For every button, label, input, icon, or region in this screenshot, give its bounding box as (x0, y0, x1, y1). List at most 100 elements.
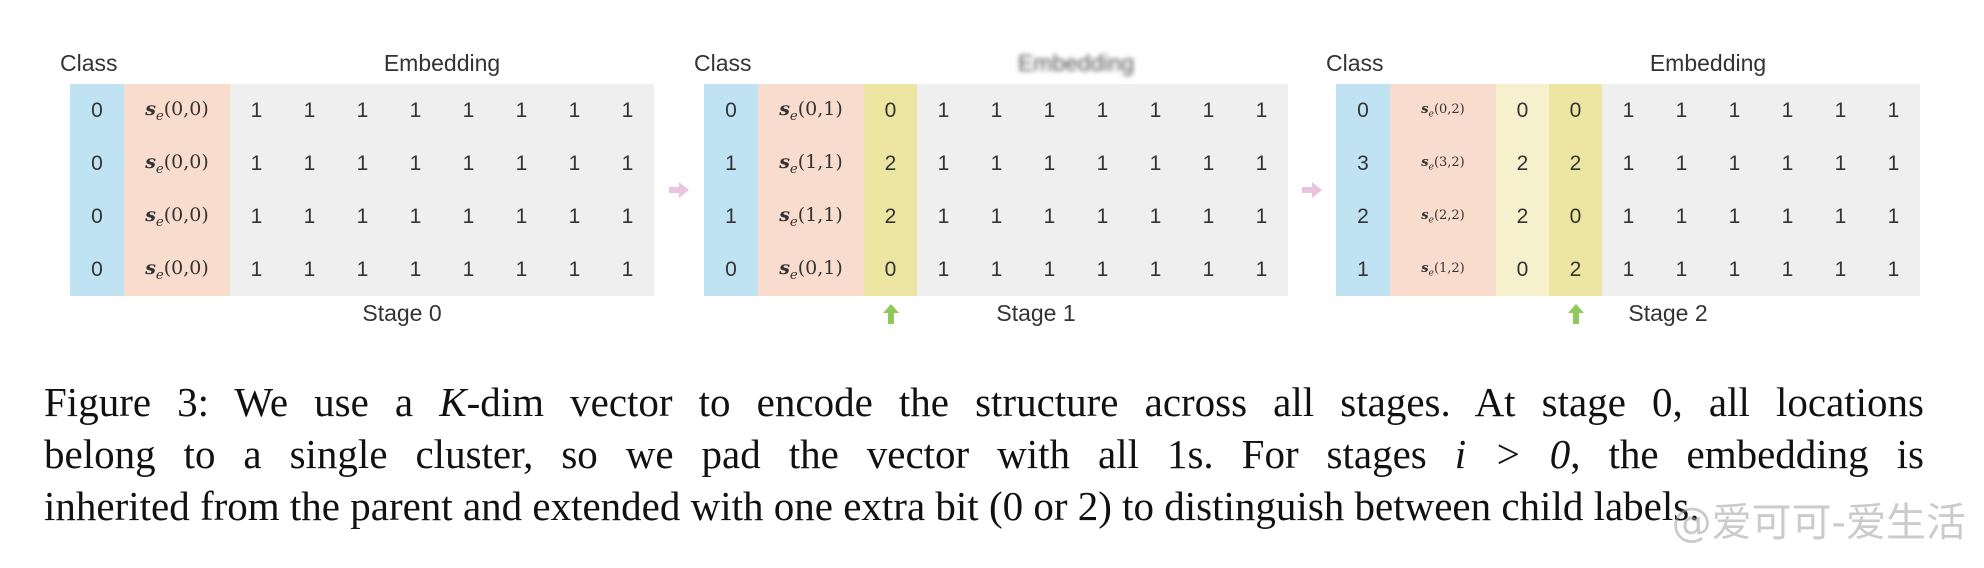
embedding-bit: 1 (389, 190, 442, 243)
embedding-bit: 1 (442, 190, 495, 243)
embedding-bit: 1 (548, 243, 601, 296)
embedding-bit: 1 (1655, 137, 1708, 190)
se-label: se(0,1) (779, 97, 843, 124)
embedding-bit: 1 (283, 190, 336, 243)
embedding-bit: 1 (1023, 190, 1076, 243)
embedding-bit: 2 (1496, 137, 1549, 190)
caption-text-1a: We use a (234, 379, 440, 425)
embedding-bit: 1 (230, 137, 283, 190)
class-cell: 0 (70, 190, 124, 243)
embedding-bit: 1 (601, 84, 654, 137)
embedding-bit: 1 (601, 243, 654, 296)
se-args: (1,2) (1433, 260, 1465, 276)
embedding-bit: 1 (548, 137, 601, 190)
embedding-bit: 1 (1867, 243, 1920, 296)
embedding-bit: 1 (917, 137, 970, 190)
embedding-bit: 1 (1602, 137, 1655, 190)
embedding-bit: 1 (230, 243, 283, 296)
se-label: se(0,0) (145, 150, 209, 177)
embedding-bit: 1 (442, 243, 495, 296)
se-label: se(0,0) (145, 256, 209, 283)
embedding-bit: 1 (1655, 243, 1708, 296)
se-label: se(1,1) (779, 150, 843, 177)
embedding-header: Embedding (1649, 50, 1767, 76)
se-cell: se(0,1) (758, 84, 864, 137)
stage-label: Stage 1 (996, 300, 1076, 326)
embedding-bit: 1 (1761, 84, 1814, 137)
se-cell: se(2,2) (1390, 190, 1496, 243)
se-args: (1,1) (797, 203, 843, 226)
embedding-bit: 2 (1496, 190, 1549, 243)
se-args: (0,2) (1433, 101, 1465, 117)
se-cell: se(0,2) (1390, 84, 1496, 137)
class-cell: 0 (704, 84, 758, 137)
se-cell: se(0,0) (124, 137, 230, 190)
se-label: se(0,2) (1421, 101, 1465, 120)
se-args: (0,0) (163, 203, 209, 226)
se-label: se(0,1) (779, 256, 843, 283)
caption-line-2: belong to a single cluster, so we pad th… (44, 428, 1924, 480)
embedding-bit: 1 (1129, 137, 1182, 190)
embedding-bit: 1 (1023, 137, 1076, 190)
se-args: (0,0) (163, 150, 209, 173)
panel-header: Class Embedding (60, 48, 654, 84)
embedding-bit: 1 (1708, 84, 1761, 137)
panel-footer: Stage 0 (70, 296, 654, 336)
embedding-bit: 1 (970, 84, 1023, 137)
watermark: @爱可可-爱生活 (1671, 500, 1966, 546)
se-args: (0,1) (797, 97, 843, 120)
se-label: se(0,0) (145, 97, 209, 124)
embedding-bit: 1 (1023, 243, 1076, 296)
class-cell: 1 (704, 137, 758, 190)
embedding-bit: 1 (917, 190, 970, 243)
se-args: (0,0) (163, 256, 209, 279)
embedding-bit: 1 (389, 243, 442, 296)
embedding-bit: 1 (1235, 190, 1288, 243)
embedding-bit: 1 (336, 84, 389, 137)
embedding-bit: 1 (1182, 84, 1235, 137)
stage-transition-arrow-icon (1302, 182, 1322, 203)
class-cell: 0 (70, 137, 124, 190)
se-label: se(0,0) (145, 203, 209, 230)
embedding-bit: 1 (495, 84, 548, 137)
stage-transition-arrow-icon (669, 182, 689, 203)
embedding-bit: 0 (1549, 190, 1602, 243)
embedding-bit: 1 (1708, 190, 1761, 243)
figure-caption: Figure 3: We use a K-dim vector to encod… (44, 376, 1924, 532)
embedding-bit: 1 (1655, 84, 1708, 137)
embedding-bit: 1 (389, 137, 442, 190)
se-args: (2,2) (1433, 207, 1465, 223)
embedding-bit: 1 (495, 137, 548, 190)
embedding-bit: 1 (230, 84, 283, 137)
embedding-bit: 1 (1129, 84, 1182, 137)
caption-label: Figure 3: (44, 379, 210, 425)
embedding-bit: 1 (442, 84, 495, 137)
class-header: Class (60, 50, 118, 76)
class-cell: 0 (70, 243, 124, 296)
embedding-bit: 1 (601, 190, 654, 243)
stage-label: Stage 0 (362, 300, 442, 326)
class-cell: 3 (1336, 137, 1390, 190)
embedding-bit: 0 (1549, 84, 1602, 137)
embedding-bit: 0 (1496, 84, 1549, 137)
class-cell: 1 (1336, 243, 1390, 296)
se-label: se(1,2) (1421, 260, 1465, 279)
embedding-bit: 1 (1761, 243, 1814, 296)
se-label: se(2,2) (1421, 207, 1465, 226)
embedding-header: Embedding (383, 50, 501, 76)
embedding-bit: 1 (1235, 137, 1288, 190)
embedding-bit: 1 (970, 190, 1023, 243)
embedding-bit: 1 (1708, 243, 1761, 296)
embedding-bit: 1 (1076, 137, 1129, 190)
embedding-bit: 1 (495, 190, 548, 243)
embedding-bit: 2 (1549, 137, 1602, 190)
embedding-header: Embedding (1017, 50, 1135, 76)
embedding-bit: 1 (1235, 84, 1288, 137)
class-cell: 0 (1336, 84, 1390, 137)
embedding-bit: 1 (283, 84, 336, 137)
embedding-bit: 1 (548, 84, 601, 137)
